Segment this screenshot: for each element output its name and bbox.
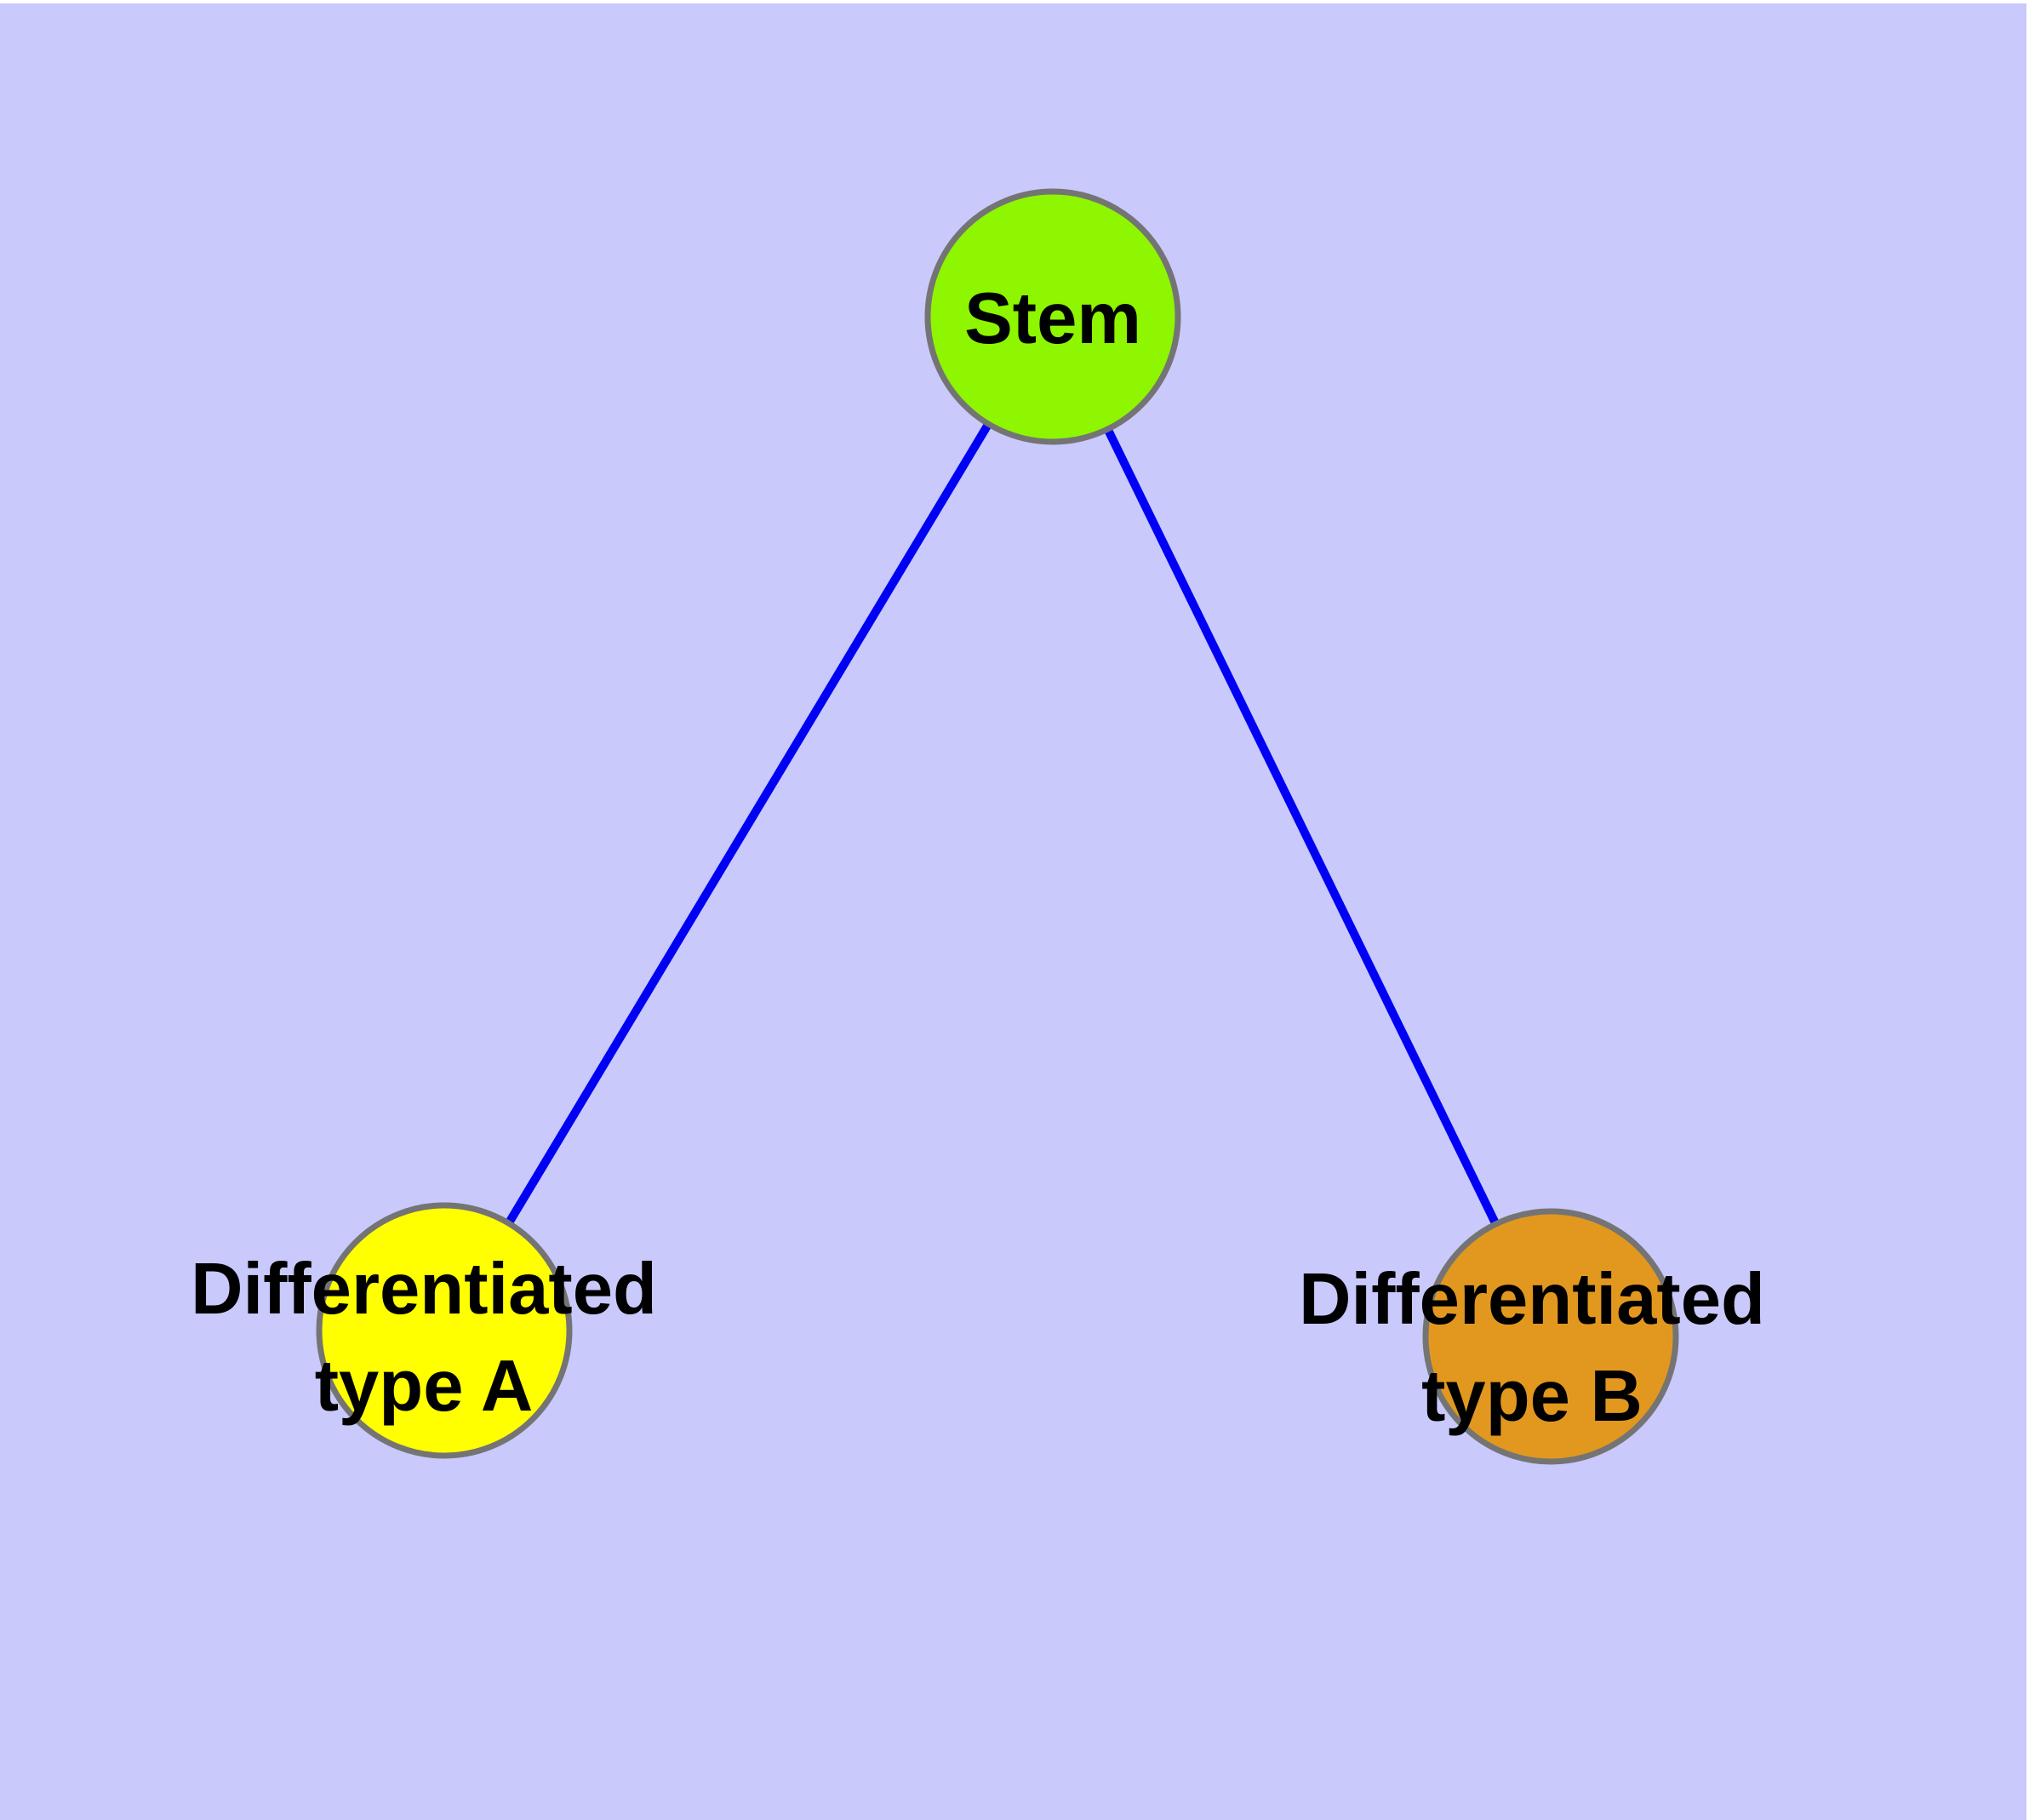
node-differentiated-type-b-circle (1422, 1208, 1679, 1465)
node-differentiated-type-a-label-line1: Differentiated (191, 1249, 657, 1330)
node-differentiated-type-a-circle (316, 1202, 573, 1459)
node-differentiated-type-b-label-line1: Differentiated (1299, 1259, 1765, 1340)
node-stem-circle (924, 188, 1181, 445)
node-differentiated-type-a-label-line2: type A (315, 1346, 534, 1427)
edge-stem-to-type-a (440, 314, 1057, 1333)
node-differentiated-type-b-label-line2: type B (1421, 1356, 1643, 1437)
edge-stem-to-type-b (1049, 314, 1555, 1339)
node-stem-label: Stem (964, 278, 1141, 359)
